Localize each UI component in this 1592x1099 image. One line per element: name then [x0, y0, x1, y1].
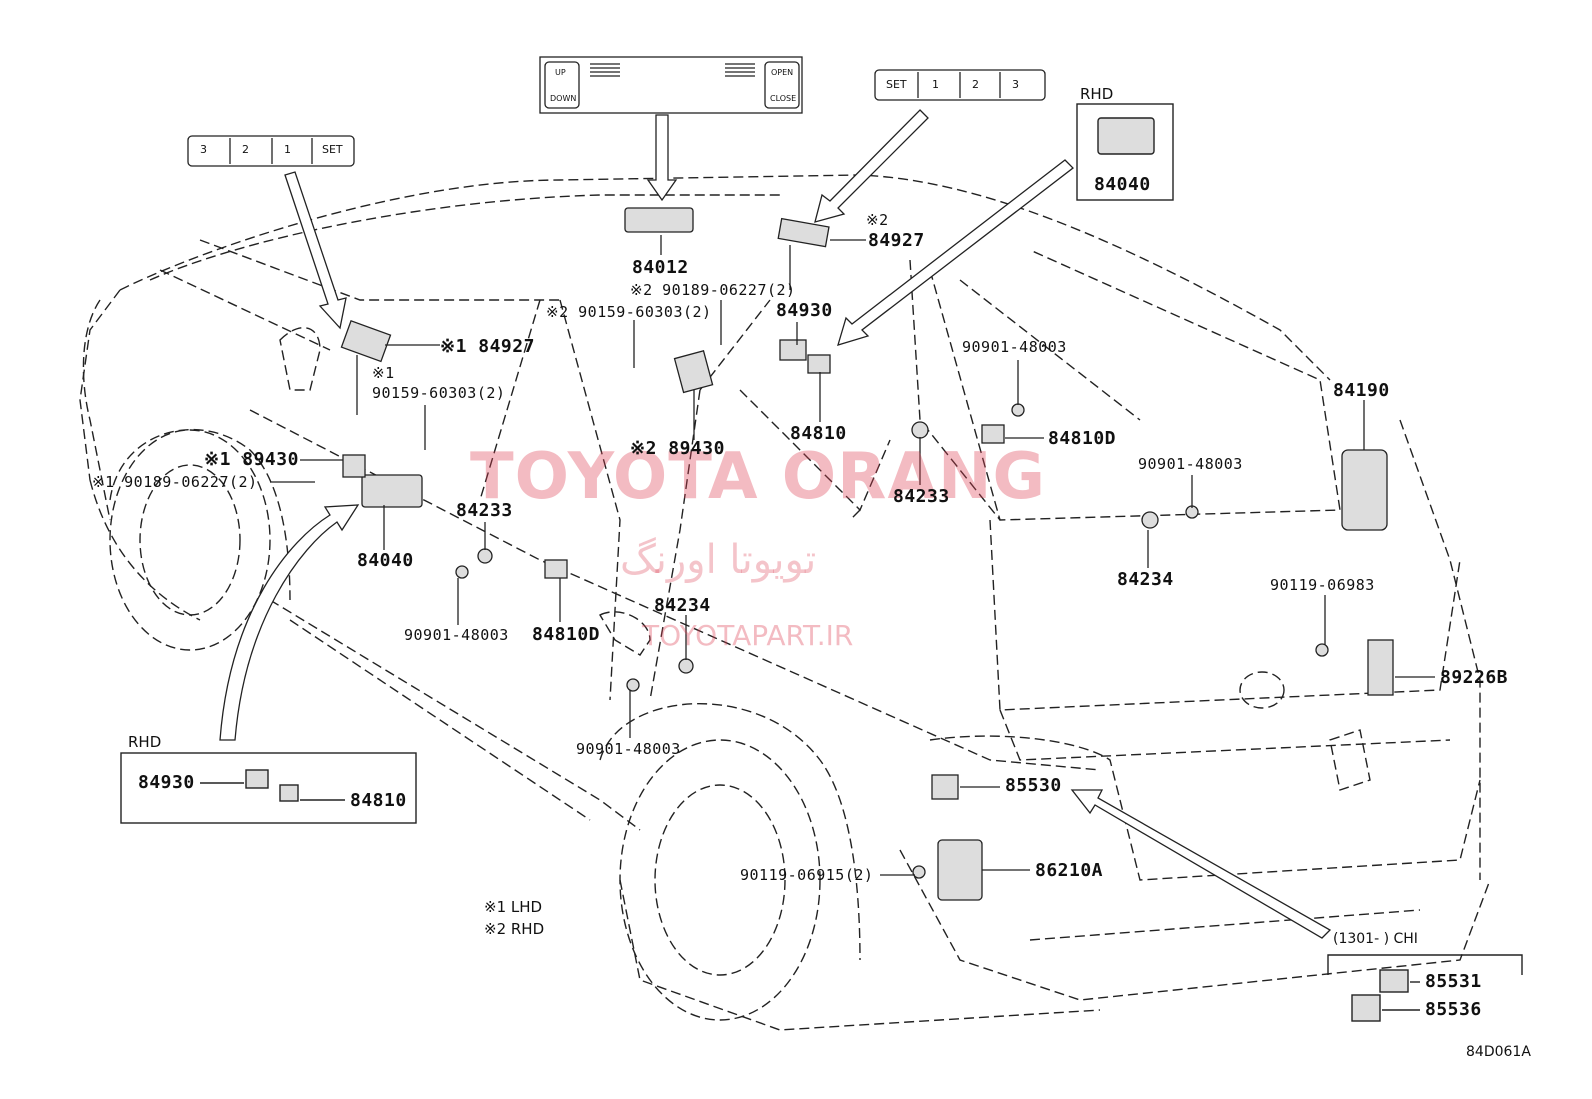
diagram-code: 84D061A [1466, 1044, 1531, 1060]
callout-89430-lhd: ※1 89430 [204, 449, 299, 470]
seat-memory-left-label-set: SET [322, 143, 343, 156]
seat-memory-left-label-2: 2 [242, 143, 249, 156]
callout-84012: 84012 [632, 257, 689, 278]
chi-part-85536: 85536 [1425, 999, 1482, 1020]
rhd-bottom-part-84810: 84810 [350, 790, 407, 811]
vehicle-body-outline [79, 174, 1491, 1031]
roof-console-switch-inset [539, 56, 803, 114]
watermark-main: TOYOTA ORANG [470, 440, 1047, 514]
seat-memory-left-label-1: 1 [284, 143, 291, 156]
callout-90901-c: 90901-48003 [962, 338, 1067, 356]
callout-86210a: 86210A [1035, 860, 1104, 881]
watermark-farsi: تویوتا اورنگ [620, 537, 817, 583]
rhd-84930-84810-panel [120, 752, 417, 824]
callout-84810: 84810 [790, 423, 847, 444]
seat-memory-switch-right-inset [874, 69, 1046, 101]
seat-memory-right-label-1: 1 [932, 78, 939, 91]
callout-90119-06983: 90119-06983 [1270, 576, 1375, 594]
roof-console-open: OPEN [771, 68, 794, 77]
callout-84810d-mid: 84810D [532, 624, 601, 645]
roof-console-close: CLOSE [770, 94, 797, 103]
callout-90159-lhd: 90159-60303(2) [372, 384, 506, 402]
callout-90189-top: ※2 90189-06227(2) [630, 281, 796, 299]
callout-84040: 84040 [357, 550, 414, 571]
seat-memory-right-label-2: 2 [972, 78, 979, 91]
rhd-top-part-number: 84040 [1094, 174, 1151, 195]
roof-console-down: DOWN [550, 94, 577, 103]
callout-84927-rhd-prefix: ※2 [866, 211, 889, 229]
legend-lhd: ※1 LHD [484, 898, 543, 916]
rhd-bottom-part-84930: 84930 [138, 772, 195, 793]
legend-rhd: ※2 RHD [484, 920, 545, 938]
callout-84233-right: 84233 [893, 486, 950, 507]
callout-90159-lhd-prefix: ※1 [372, 364, 395, 382]
chi-label: (1301- ) CHI [1333, 931, 1418, 947]
seat-memory-switch-left-inset [187, 135, 355, 167]
watermark-url: TOYOTAPART.IR [642, 619, 854, 652]
callout-89430-rhd: ※2 89430 [630, 438, 725, 459]
rhd-bottom-label: RHD [128, 733, 162, 751]
roof-console-up: UP [555, 68, 566, 77]
seat-memory-left-label-3: 3 [200, 143, 207, 156]
pointer-arrows [219, 109, 1332, 939]
seat-memory-right-label-set: SET [886, 78, 907, 91]
callout-84234-right: 84234 [1117, 569, 1174, 590]
rhd-84040-panel [1076, 103, 1174, 201]
callout-85530: 85530 [1005, 775, 1062, 796]
callout-90189-lhd: ※1 90189-06227(2) [92, 473, 258, 491]
callout-84930: 84930 [776, 300, 833, 321]
callout-90901-a: 90901-48003 [404, 626, 509, 644]
chi-bracket [1327, 954, 1523, 1022]
callout-84234-mid: 84234 [654, 595, 711, 616]
callout-84190: 84190 [1333, 380, 1390, 401]
callout-84233-mid: 84233 [456, 500, 513, 521]
callout-84927-lhd: ※1 84927 [440, 336, 535, 357]
callout-90901-b: 90901-48003 [576, 740, 681, 758]
component-shapes [340, 207, 1394, 901]
callout-84927-rhd: 84927 [868, 230, 925, 251]
seat-memory-right-label-3: 3 [1012, 78, 1019, 91]
callout-90119-06915: 90119-06915(2) [740, 866, 874, 884]
callout-90159-top: ※2 90159-60303(2) [546, 303, 712, 321]
chi-part-85531: 85531 [1425, 971, 1482, 992]
rhd-top-label: RHD [1080, 85, 1114, 103]
callout-90901-d: 90901-48003 [1138, 455, 1243, 473]
leader-lines [270, 235, 1435, 876]
callout-89226b: 89226B [1440, 667, 1509, 688]
callout-84810d-right: 84810D [1048, 428, 1117, 449]
